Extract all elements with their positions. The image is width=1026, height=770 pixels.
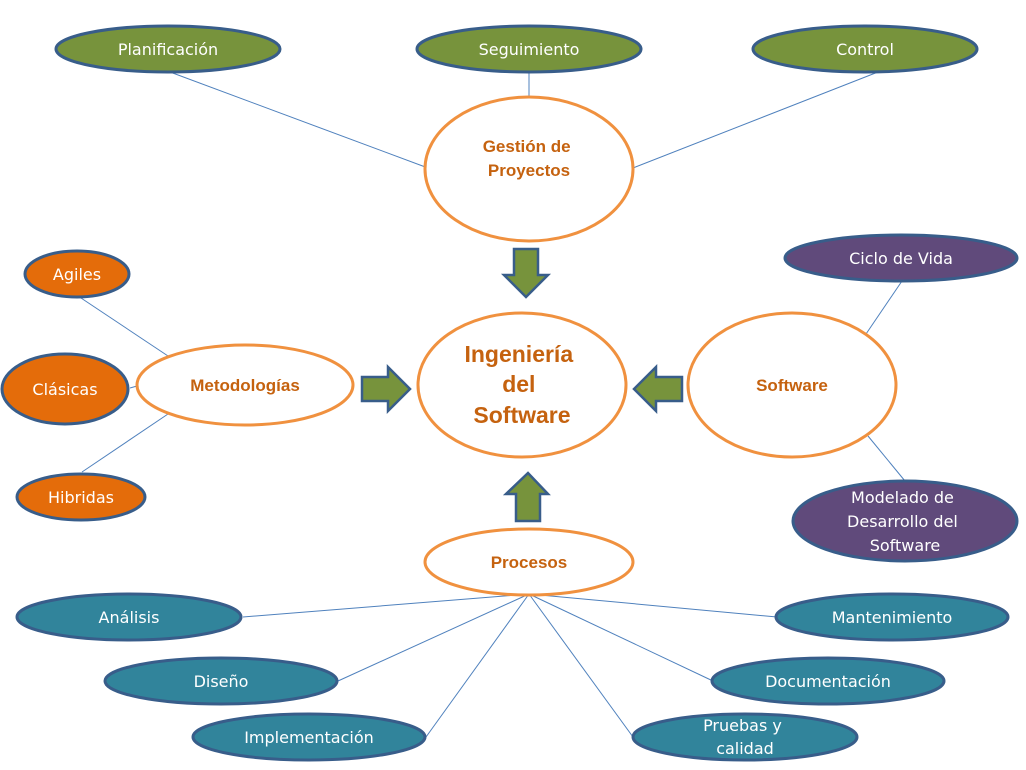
connector-gestion-planificacion [169,71,429,169]
leaf-seguimiento[interactable]: Seguimiento [415,24,643,74]
leaf-modelado-label: Modelado de Desarrollo del Software [847,488,963,555]
hub-procesos-label: Procesos [491,553,568,572]
connector-gestion-control [632,71,879,169]
leaf-ciclo-de-vida-label: Ciclo de Vida [849,249,953,268]
leaf-implementacion[interactable]: Implementación [191,712,427,762]
leaf-ciclo-de-vida[interactable]: Ciclo de Vida [783,233,1019,283]
connector-metodologias-agiles [77,295,169,357]
center-node-ingenieria-del-software[interactable]: Ingeniería del Software [416,311,628,459]
connector-procesos-analisis [242,593,530,618]
leaf-pruebas-y-calidad[interactable]: Pruebas y calidad [631,712,859,762]
arrow-up-icon [502,471,551,523]
connector-procesos-diseno [337,593,530,682]
hub-gestion-label-line-1: Gestión de [483,137,571,156]
connector-software-modelado [867,435,906,482]
hub-procesos[interactable]: Procesos [423,527,635,597]
center-node-label: Ingeniería del Software [464,341,579,428]
center-label-line-3: Software [473,402,570,428]
leaf-implementacion-label: Implementación [244,728,374,747]
hub-software[interactable]: Software [686,311,898,459]
leaf-analisis-label: Análisis [99,608,160,627]
connector-procesos-pruebas [528,593,634,738]
leaf-diseno-label: Diseño [194,672,249,691]
leaf-modelado-label-line-1: Modelado de [851,488,954,507]
leaf-diseno[interactable]: Diseño [103,656,339,706]
leaf-clasicas-label: Clásicas [32,380,97,399]
connectors [77,71,906,738]
hub-metodologias-label: Metodologías [190,376,300,395]
leaf-pruebas-label-line-2: calidad [716,739,774,758]
center-label-line-1: Ingeniería [464,341,573,367]
hub-software-label: Software [756,376,828,395]
leaf-control[interactable]: Control [751,24,979,74]
leaf-agiles[interactable]: Agiles [23,249,131,299]
leaf-planificacion-label: Planificación [118,40,218,59]
leaf-hibridas-label: Hibridas [48,488,114,507]
arrow-down-icon [500,247,552,299]
center-label-line-2: del [502,371,535,397]
connector-software-ciclo [865,280,903,335]
leaf-modelado-de-desarrollo[interactable]: Modelado de Desarrollo del Software [791,479,1019,563]
leaf-modelado-label-line-3: Software [870,536,941,555]
leaf-control-label: Control [836,40,894,59]
leaf-seguimiento-label: Seguimiento [479,40,580,59]
arrow-left-icon [632,363,684,415]
leaf-analisis[interactable]: Análisis [15,592,243,642]
hub-metodologias[interactable]: Metodologías [135,343,355,427]
leaf-mantenimiento[interactable]: Mantenimiento [774,592,1010,642]
leaf-documentacion-label: Documentación [765,672,891,691]
leaf-pruebas-label-line-1: Pruebas y [703,716,782,735]
leaf-hibridas[interactable]: Hibridas [15,472,147,522]
leaf-modelado-label-line-2: Desarrollo del [847,512,958,531]
leaf-clasicas[interactable]: Clásicas [0,352,130,426]
connector-procesos-mantenimiento [528,593,778,618]
leaf-planificacion[interactable]: Planificación [54,24,282,74]
hub-gestion-label: Gestión de Proyectos [483,137,576,180]
leaf-pruebas-label: Pruebas y calidad [703,716,787,758]
hub-gestion-de-proyectos[interactable]: Gestión de Proyectos [423,95,635,243]
leaf-documentacion[interactable]: Documentación [710,656,946,706]
hub-gestion-label-line-2: Proyectos [488,161,570,180]
leaf-mantenimiento-label: Mantenimiento [832,608,953,627]
connector-metodologias-hibridas [81,413,169,473]
connector-procesos-documentacion [528,593,714,682]
leaf-agiles-label: Agiles [53,265,101,284]
arrow-right-icon [360,363,412,415]
connector-procesos-implementacion [425,593,530,738]
